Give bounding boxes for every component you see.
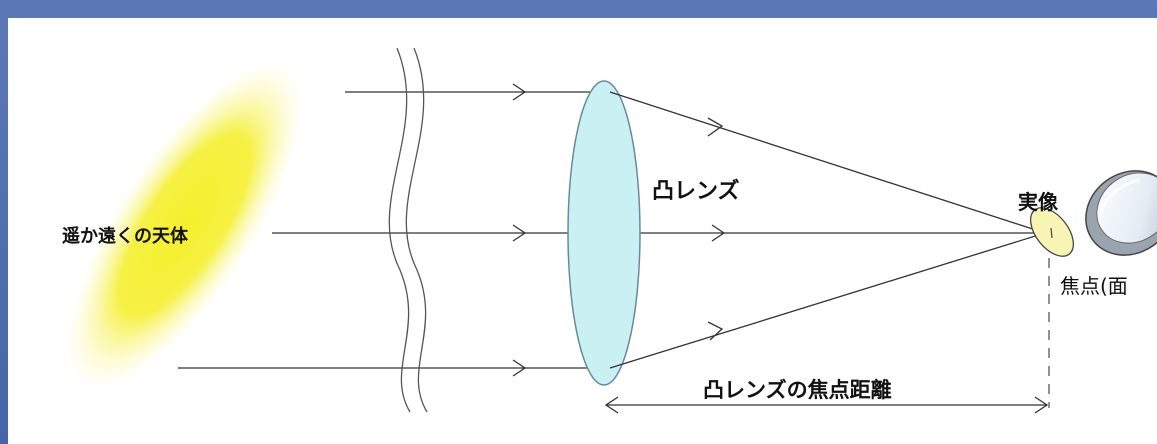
eyepiece-magnifier-icon [1069,154,1157,272]
focal-length-label: 凸レンズの焦点距離 [703,374,892,404]
break-marks-icon [389,48,427,412]
convex-lens-icon [568,81,640,385]
distant-object-label: 遥か遠くの天体 [62,222,188,248]
real-image-label: 実像 [1018,186,1058,215]
converging-rays [610,92,1045,368]
focal-point-label: 焦点(面 [1060,270,1128,299]
convex-lens-label: 凸レンズ [652,173,740,205]
